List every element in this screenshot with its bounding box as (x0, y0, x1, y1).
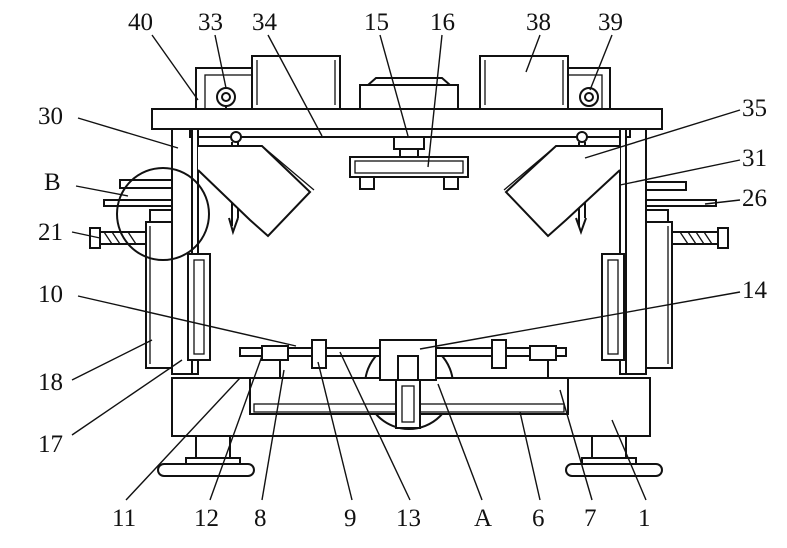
label-6: 6 (532, 505, 545, 532)
bolt-26 (671, 227, 729, 249)
top-housing-left (195, 55, 341, 110)
label-33: 33 (198, 9, 223, 36)
label-38: 38 (526, 9, 551, 36)
label-15: 15 (364, 9, 389, 36)
side-tank-right (601, 221, 673, 369)
label-7: 7 (584, 505, 597, 532)
label-35: 35 (742, 95, 767, 122)
label-11: 11 (112, 505, 136, 532)
pulley-39 (579, 87, 599, 107)
label-30: 30 (38, 103, 63, 130)
label-21: 21 (38, 219, 63, 246)
top-housing-right (479, 55, 611, 110)
label-9: 9 (344, 505, 357, 532)
label-13: 13 (396, 505, 421, 532)
side-tank-left (145, 221, 211, 369)
label-10: 10 (38, 281, 63, 308)
label-12: 12 (194, 505, 219, 532)
hopper-left (197, 145, 315, 238)
part-labels: 40 33 34 15 16 38 39 30 35 B 31 26 21 10… (38, 9, 768, 532)
press-head-16 (349, 156, 469, 190)
clip-right (645, 181, 717, 223)
label-8: 8 (254, 505, 267, 532)
pulley-33 (216, 87, 236, 109)
leader-lines (71, 34, 741, 501)
label-16: 16 (430, 9, 455, 36)
label-A: A (474, 505, 492, 532)
label-34: 34 (252, 9, 278, 36)
label-18: 18 (38, 369, 63, 396)
clip-B-left (103, 179, 173, 223)
label-B: B (44, 169, 61, 196)
center-motor-15 (359, 77, 459, 158)
label-40: 40 (128, 9, 153, 36)
foot-right (565, 435, 663, 477)
hopper-right (503, 145, 621, 238)
detail-circle-B (116, 167, 210, 261)
top-plate (151, 108, 663, 130)
work-table-10 (239, 339, 567, 429)
label-39: 39 (598, 9, 623, 36)
label-17: 17 (38, 431, 63, 458)
label-14: 14 (742, 277, 768, 304)
label-1: 1 (638, 505, 651, 532)
label-26: 26 (742, 185, 767, 212)
foot-left (157, 435, 255, 477)
label-31: 31 (742, 145, 767, 172)
